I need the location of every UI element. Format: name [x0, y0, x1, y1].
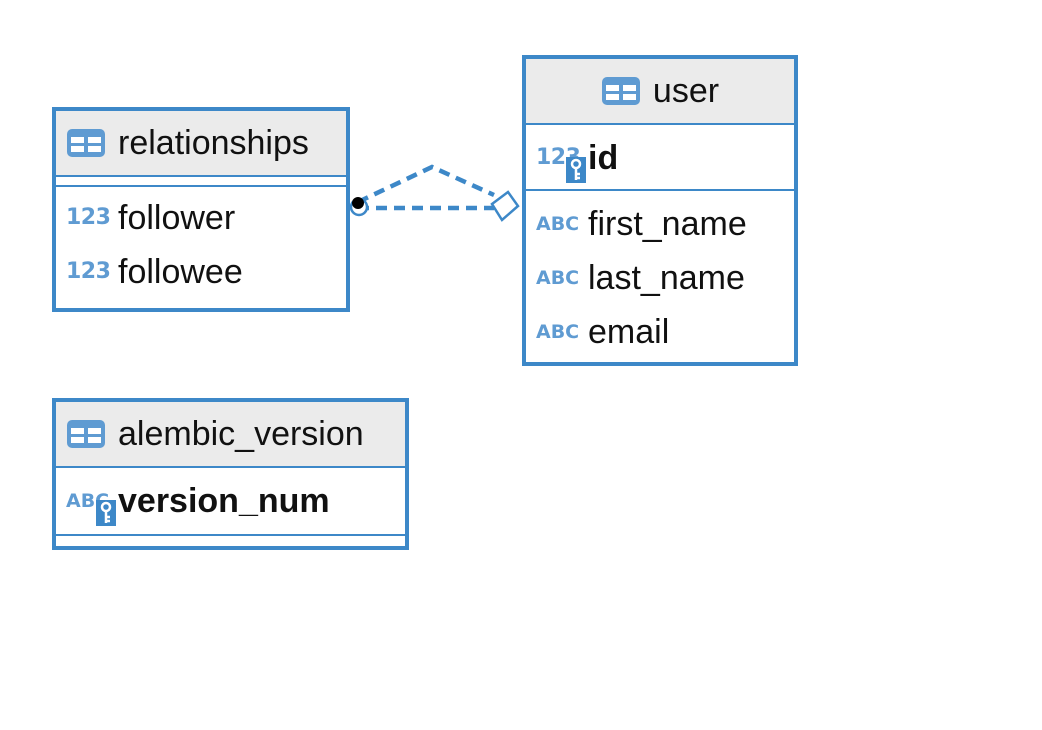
column-name: first_name: [588, 204, 747, 243]
entity-user[interactable]: user 123 id ABC firs: [522, 55, 798, 366]
entity-title: relationships: [118, 123, 309, 162]
connector-path: [357, 164, 495, 211]
entity-header: user: [526, 59, 794, 125]
columns-section: [56, 536, 405, 546]
entity-header: relationships: [56, 111, 346, 177]
connector-source-dot: [349, 197, 369, 217]
key-icon: [96, 500, 116, 526]
columns-section: 123 follower 123 followee: [56, 187, 346, 299]
columns-section: ABC first_name ABC last_name ABC email: [526, 191, 794, 359]
primary-key-section: 123 id: [526, 125, 794, 191]
entity-title: user: [652, 71, 720, 110]
column-row[interactable]: ABC email: [526, 305, 794, 359]
column-name: follower: [118, 198, 236, 237]
column-name: id: [588, 138, 619, 177]
entity-header: alembic_version: [56, 402, 405, 468]
text-type-icon: ABC: [536, 321, 580, 343]
entity-title: alembic_version: [118, 414, 364, 453]
table-icon: [67, 129, 105, 157]
column-row[interactable]: 123 followee: [56, 245, 346, 299]
primary-key-row[interactable]: 123 id: [526, 131, 794, 185]
table-icon: [601, 77, 640, 105]
primary-key-section: [56, 177, 346, 187]
number-type-icon: 123: [66, 259, 111, 284]
connector-target-diamond: [490, 190, 520, 222]
column-name: followee: [118, 252, 243, 291]
column-row[interactable]: ABC last_name: [526, 251, 794, 305]
entity-relationships[interactable]: relationships 123 follower 123 followee: [52, 107, 350, 312]
text-type-icon: ABC: [536, 213, 580, 235]
number-type-icon: 123: [536, 143, 586, 183]
text-type-icon: ABC: [536, 267, 580, 289]
primary-key-row[interactable]: ABC version_num: [56, 474, 405, 528]
key-icon: [566, 157, 586, 183]
primary-key-section: ABC version_num: [56, 468, 405, 536]
column-row[interactable]: ABC first_name: [526, 197, 794, 251]
column-name: version_num: [118, 481, 330, 520]
text-type-icon: ABC: [66, 486, 116, 526]
number-type-icon: 123: [66, 205, 111, 230]
column-row[interactable]: 123 follower: [56, 191, 346, 245]
column-name: email: [588, 312, 670, 351]
entity-alembic-version[interactable]: alembic_version ABC version_num: [52, 398, 409, 550]
table-icon: [67, 420, 105, 448]
column-name: last_name: [588, 258, 745, 297]
